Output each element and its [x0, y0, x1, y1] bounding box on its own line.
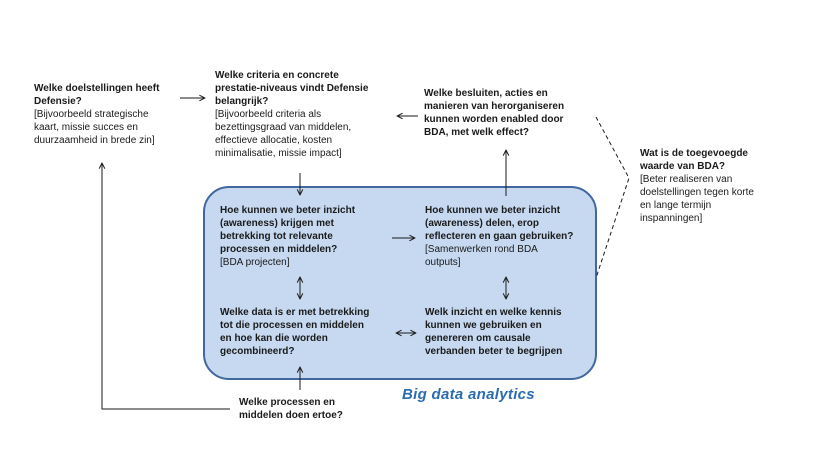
bda-container — [203, 186, 597, 380]
knowledge-block: Welk inzicht en welke kennis kunnen we g… — [425, 306, 595, 358]
goals-question: Welke doelstellingen heeft Defensie? — [34, 83, 160, 107]
share-question: Hoe kunnen we beter inzicht (awareness) … — [425, 205, 574, 242]
processes-question: Welke processen en middelen doen ertoe? — [239, 397, 343, 421]
knowledge-question: Welk inzicht en welke kennis kunnen we g… — [425, 307, 563, 357]
data-question: Welke data is er met betrekking tot die … — [220, 307, 370, 357]
bda-label: Big data analytics — [402, 386, 535, 403]
insight-block: Hoe kunnen we beter inzicht (awareness) … — [220, 204, 390, 269]
share-block: Hoe kunnen we beter inzicht (awareness) … — [425, 204, 595, 269]
data-block: Welke data is er met betrekking tot die … — [220, 306, 395, 358]
decisions-question: Welke besluiten, acties en manieren van … — [424, 88, 565, 138]
goals-note: [Bijvoorbeeld strategische kaart, missie… — [34, 109, 155, 146]
added-value-dashed-line — [595, 116, 630, 279]
criteria-note: [Bijvoorbeeld criteria als bezettingsgra… — [215, 109, 352, 159]
added-value-note: [Beter realiseren van doelstellingen teg… — [640, 174, 754, 224]
added-value-question: Wat is de toegevoegde waarde van BDA? — [640, 148, 748, 172]
insight-note: [BDA projecten] — [220, 257, 290, 268]
insight-question: Hoe kunnen we beter inzicht (awareness) … — [220, 205, 356, 255]
added-value-block: Wat is de toegevoegde waarde van BDA? [B… — [640, 147, 790, 225]
share-note: [Samenwerken rond BDA outputs] — [425, 244, 538, 268]
criteria-block: Welke criteria en concrete prestatie-niv… — [215, 69, 390, 160]
processes-to-goals-arrow — [102, 163, 230, 410]
goals-block: Welke doelstellingen heeft Defensie? [Bi… — [34, 82, 194, 147]
criteria-question: Welke criteria en concrete prestatie-niv… — [215, 70, 369, 107]
processes-block: Welke processen en middelen doen ertoe? — [239, 396, 389, 422]
decisions-block: Welke besluiten, acties en manieren van … — [424, 87, 589, 139]
